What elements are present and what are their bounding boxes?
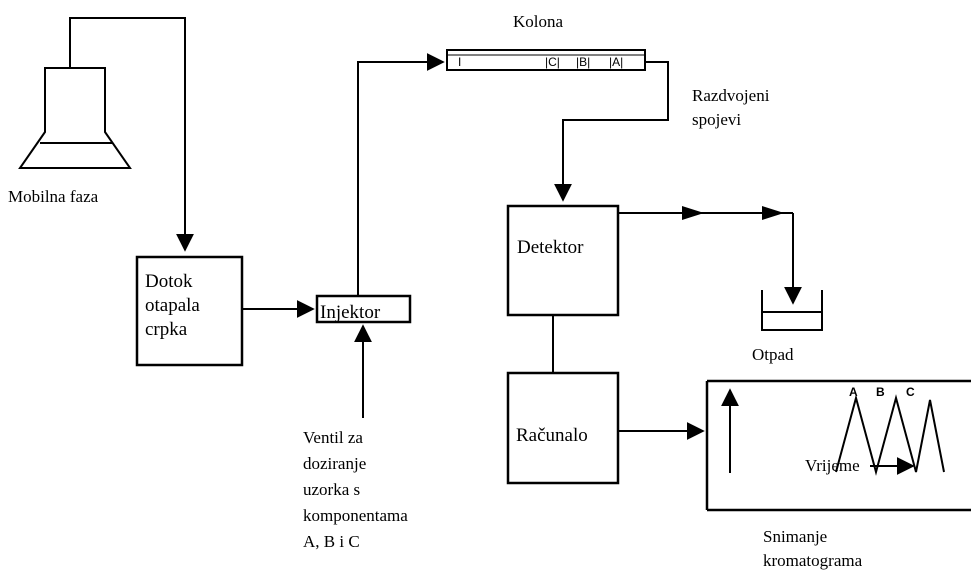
chromatogram-trace xyxy=(835,394,945,476)
detector-box xyxy=(506,204,620,317)
injector-label: Injektor xyxy=(320,302,381,323)
injector-box xyxy=(315,294,412,324)
chromatogram-recorder xyxy=(705,379,971,512)
waste-flow-arrowhead-2 xyxy=(762,206,784,220)
column-mark-c: |C| xyxy=(545,55,560,69)
pump-label-line-3: crpka xyxy=(145,319,188,340)
detector-label: Detektor xyxy=(517,237,584,258)
peak-a-label: A xyxy=(849,385,858,399)
injector-to-column-tube xyxy=(357,53,445,296)
svg-text:Dotok otapala crpka: Dotok otapala crpka xyxy=(145,271,205,340)
mobile-phase-flask xyxy=(18,67,132,169)
waste-label: Otpad xyxy=(752,345,794,364)
mobile-phase-tube xyxy=(69,17,194,252)
waste-flow-arrowhead xyxy=(682,206,704,220)
pump-label-line-1: Dotok xyxy=(145,271,193,292)
peak-c-label: C xyxy=(906,385,915,399)
svg-text:Snimanje kromatograma: Snimanje kromatograma xyxy=(763,527,863,570)
column-mark-inlet: I xyxy=(458,55,461,69)
column-mark-a: |A| xyxy=(609,55,623,69)
valve-label-line-3: uzorka s xyxy=(303,480,360,499)
separated-label-line-1: Razdvojeni xyxy=(692,86,770,105)
column-tube xyxy=(446,49,646,71)
computer-label: Računalo xyxy=(516,425,588,446)
peak-b-label: B xyxy=(876,385,885,399)
valve-label-line-2: doziranje xyxy=(303,454,366,473)
svg-text:Ventil za doziranje uz: Ventil za doziranje uzorka s komponentam… xyxy=(303,428,412,551)
pump-box xyxy=(135,255,244,367)
chromatogram-caption-line-1: Snimanje xyxy=(763,527,827,546)
chromatogram-caption-line-2: kromatograma xyxy=(763,551,863,570)
mobile-phase-label: Mobilna faza xyxy=(8,187,99,206)
time-axis-label: Vrijeme xyxy=(805,456,860,475)
column-mark-b: |B| xyxy=(576,55,590,69)
computer-box xyxy=(506,371,620,485)
svg-text:Razdvojeni spojevi: Razdvojeni spojevi xyxy=(692,86,774,129)
waste-beaker xyxy=(761,290,823,331)
valve-label-line-5: A, B i C xyxy=(303,532,360,551)
pump-label-line-2: otapala xyxy=(145,295,200,316)
column-title: Kolona xyxy=(513,12,564,31)
column-to-detector-tube xyxy=(554,61,669,202)
valve-label-line-4: komponentama xyxy=(303,506,408,525)
separated-label-line-2: spojevi xyxy=(692,110,741,129)
valve-label-line-1: Ventil za xyxy=(303,428,363,447)
